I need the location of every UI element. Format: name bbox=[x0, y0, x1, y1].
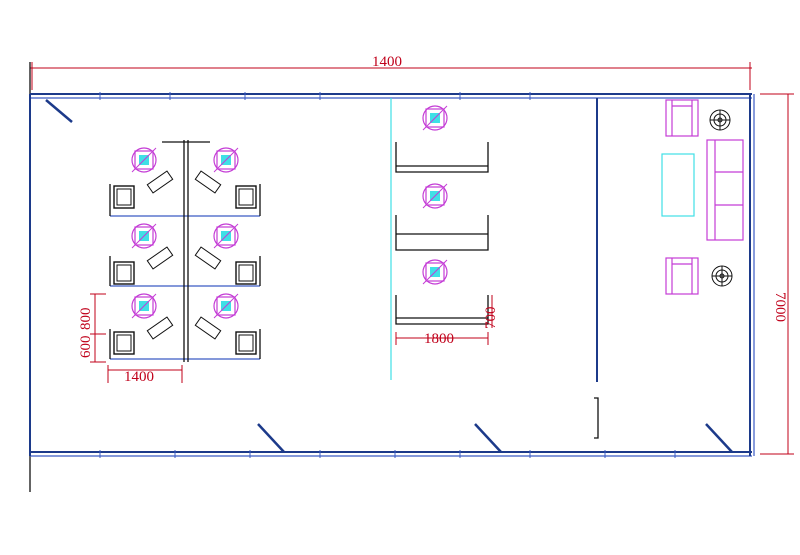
armchair-top bbox=[665, 99, 699, 137]
office-chair bbox=[213, 147, 239, 173]
monitor bbox=[113, 331, 135, 355]
monitor bbox=[235, 185, 257, 209]
office-chair bbox=[131, 293, 157, 319]
office-chair bbox=[213, 293, 239, 319]
chairs bbox=[113, 105, 448, 355]
sofa bbox=[706, 139, 744, 241]
keyboard bbox=[146, 170, 174, 194]
cluster-workstations bbox=[109, 140, 261, 362]
overall-depth-label: 7000 bbox=[772, 292, 788, 322]
monitor bbox=[113, 261, 135, 285]
outer-walls bbox=[29, 93, 755, 457]
desk-chair bbox=[422, 259, 448, 285]
keyboard bbox=[194, 246, 222, 270]
plant-bottom bbox=[711, 265, 733, 287]
glass-coffee-table bbox=[661, 153, 695, 217]
desk-chair bbox=[422, 105, 448, 131]
overall-depth-dimension: 7000 bbox=[760, 93, 794, 455]
desk-depth-label: 700 bbox=[483, 307, 499, 330]
desks bbox=[395, 142, 489, 325]
office-chair bbox=[131, 147, 157, 173]
keyboard bbox=[146, 316, 174, 340]
office-chair bbox=[131, 223, 157, 249]
workstation-dimension: 1400 600 800 bbox=[78, 293, 183, 385]
meeting-room-furniture bbox=[661, 99, 744, 295]
door-swings bbox=[45, 99, 733, 453]
door-stop bbox=[594, 397, 599, 439]
desk-dimension: 1800 700 bbox=[395, 295, 499, 347]
plant-top bbox=[709, 109, 731, 131]
armchair-bottom bbox=[665, 257, 699, 295]
workstation-depth-a-label: 600 bbox=[78, 336, 94, 359]
overall-width-dimension: 1400 bbox=[30, 54, 752, 90]
workstation-depth-b-label: 800 bbox=[78, 308, 94, 331]
office-chair bbox=[213, 223, 239, 249]
overall-width-label: 1400 bbox=[372, 54, 402, 70]
window-ticks bbox=[99, 92, 676, 458]
keyboard bbox=[194, 170, 222, 194]
monitor bbox=[235, 261, 257, 285]
monitor bbox=[113, 185, 135, 209]
keyboard bbox=[194, 316, 222, 340]
desk-width-label: 1800 bbox=[424, 331, 454, 347]
keyboard bbox=[146, 246, 174, 270]
monitor bbox=[235, 331, 257, 355]
workstation-width-label: 1400 bbox=[124, 369, 154, 385]
desk-chair bbox=[422, 183, 448, 209]
